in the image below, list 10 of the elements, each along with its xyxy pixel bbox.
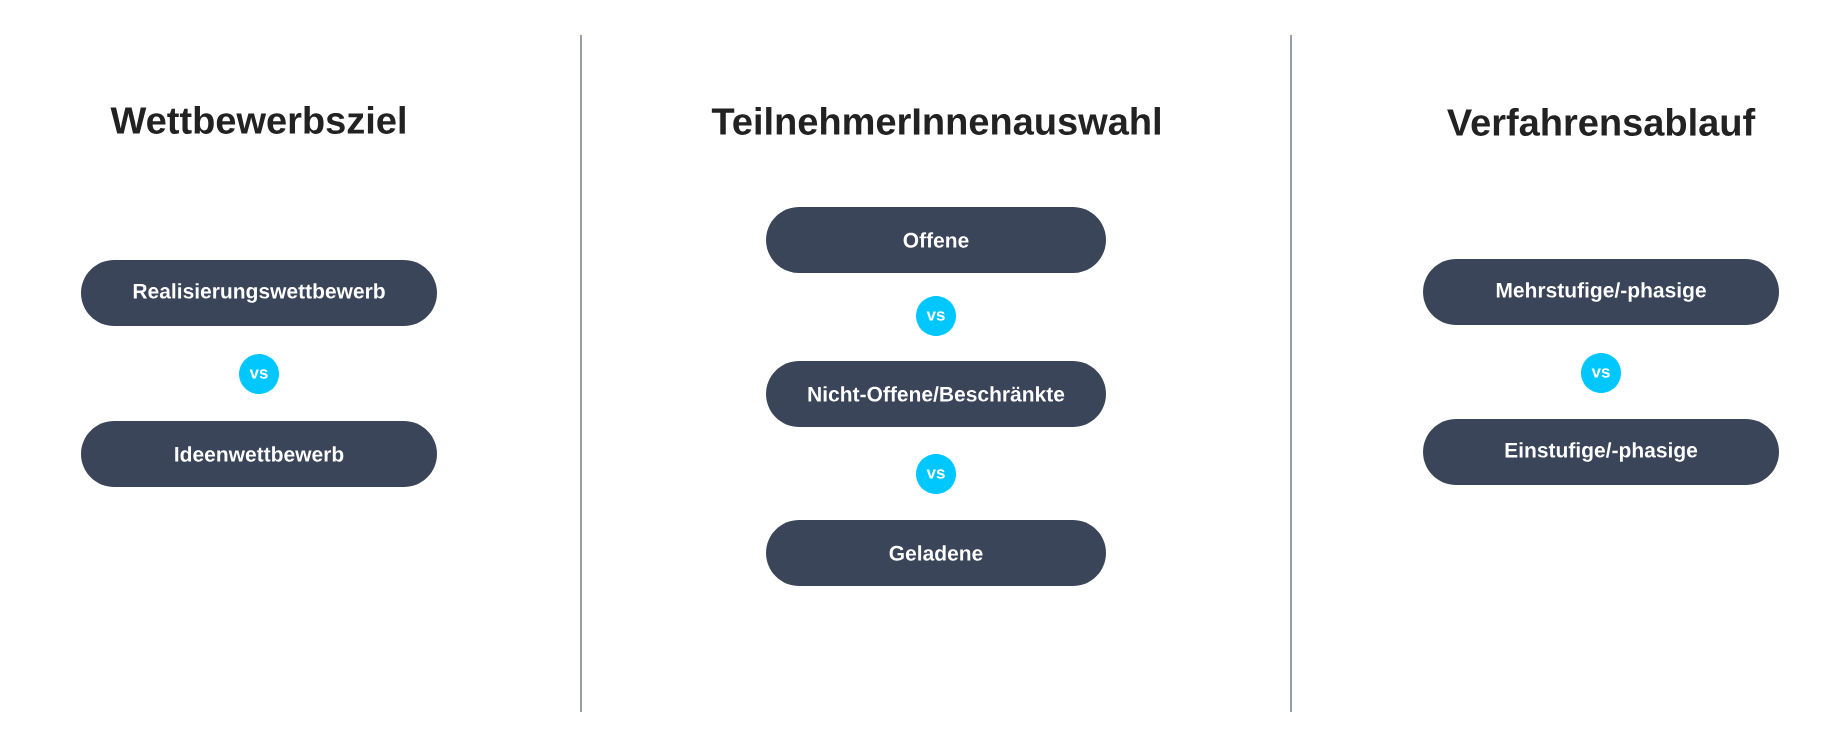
column-heading: TeilnehmerInnenauswahl bbox=[711, 107, 1160, 135]
option-pill: Einstufige/-phasige bbox=[1423, 419, 1779, 485]
option-pill: Geladene bbox=[766, 520, 1106, 586]
option-pill: Nicht-Offene/Beschränkte bbox=[766, 361, 1106, 427]
option-pill: Ideenwettbewerb bbox=[81, 421, 437, 487]
option-pill: Realisierungswettbewerb bbox=[81, 260, 437, 326]
option-pill: Offene bbox=[766, 207, 1106, 273]
option-pill: Mehrstufige/-phasige bbox=[1423, 259, 1779, 325]
column-heading: Verfahrensablauf bbox=[1447, 108, 1756, 136]
column-heading: Wettbewerbsziel bbox=[110, 106, 405, 134]
